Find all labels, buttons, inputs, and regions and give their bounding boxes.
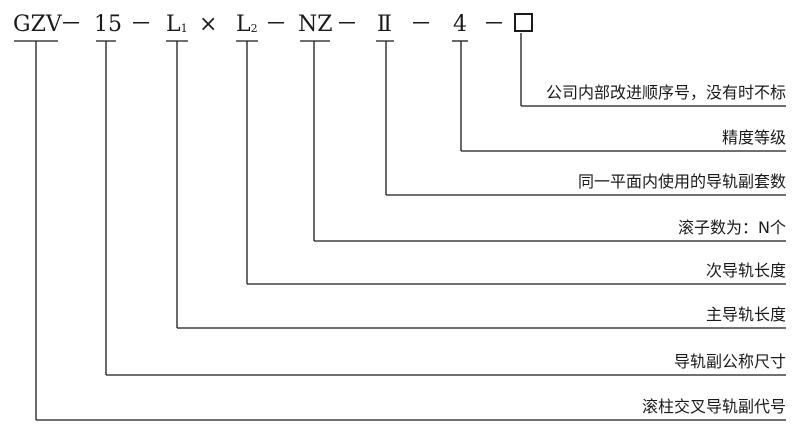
code-separator: － xyxy=(60,12,83,37)
code-separator: － xyxy=(336,12,359,37)
desc-primary-rail-length: 主导轨长度 xyxy=(705,305,786,324)
code-sets: Ⅱ xyxy=(377,12,392,37)
code-l1-letter: L xyxy=(166,12,181,37)
desc-roller-count: 滚子数为：N个 xyxy=(678,218,786,237)
desc-improvement-sequence: 公司内部改进顺序号，没有时不标 xyxy=(545,83,786,102)
code-separator: － xyxy=(483,12,506,37)
desc-sets-per-plane: 同一平面内使用的导轨副套数 xyxy=(577,172,786,191)
desc-series-code: 滚柱交叉导轨副代号 xyxy=(641,397,786,416)
code-separator: － xyxy=(265,12,288,37)
code-l1-subscript: 1 xyxy=(180,22,188,35)
code-times: × xyxy=(199,12,218,37)
code-nz: NZ xyxy=(298,12,333,37)
code-grade: 4 xyxy=(453,12,467,37)
code-optional-box xyxy=(514,13,533,32)
code-separator: － xyxy=(410,12,433,37)
code-l2-letter: L xyxy=(236,12,251,37)
desc-secondary-rail-length: 次导轨长度 xyxy=(705,261,786,280)
code-l1: L1 xyxy=(166,12,188,42)
code-l2: L2 xyxy=(236,12,258,42)
code-separator: － xyxy=(130,12,153,37)
code-prefix: GZV xyxy=(13,12,62,37)
desc-nominal-size: 导轨副公称尺寸 xyxy=(673,352,786,371)
desc-precision-grade: 精度等级 xyxy=(721,128,786,147)
code-size: 15 xyxy=(94,12,122,37)
code-l2-subscript: 2 xyxy=(250,22,258,35)
